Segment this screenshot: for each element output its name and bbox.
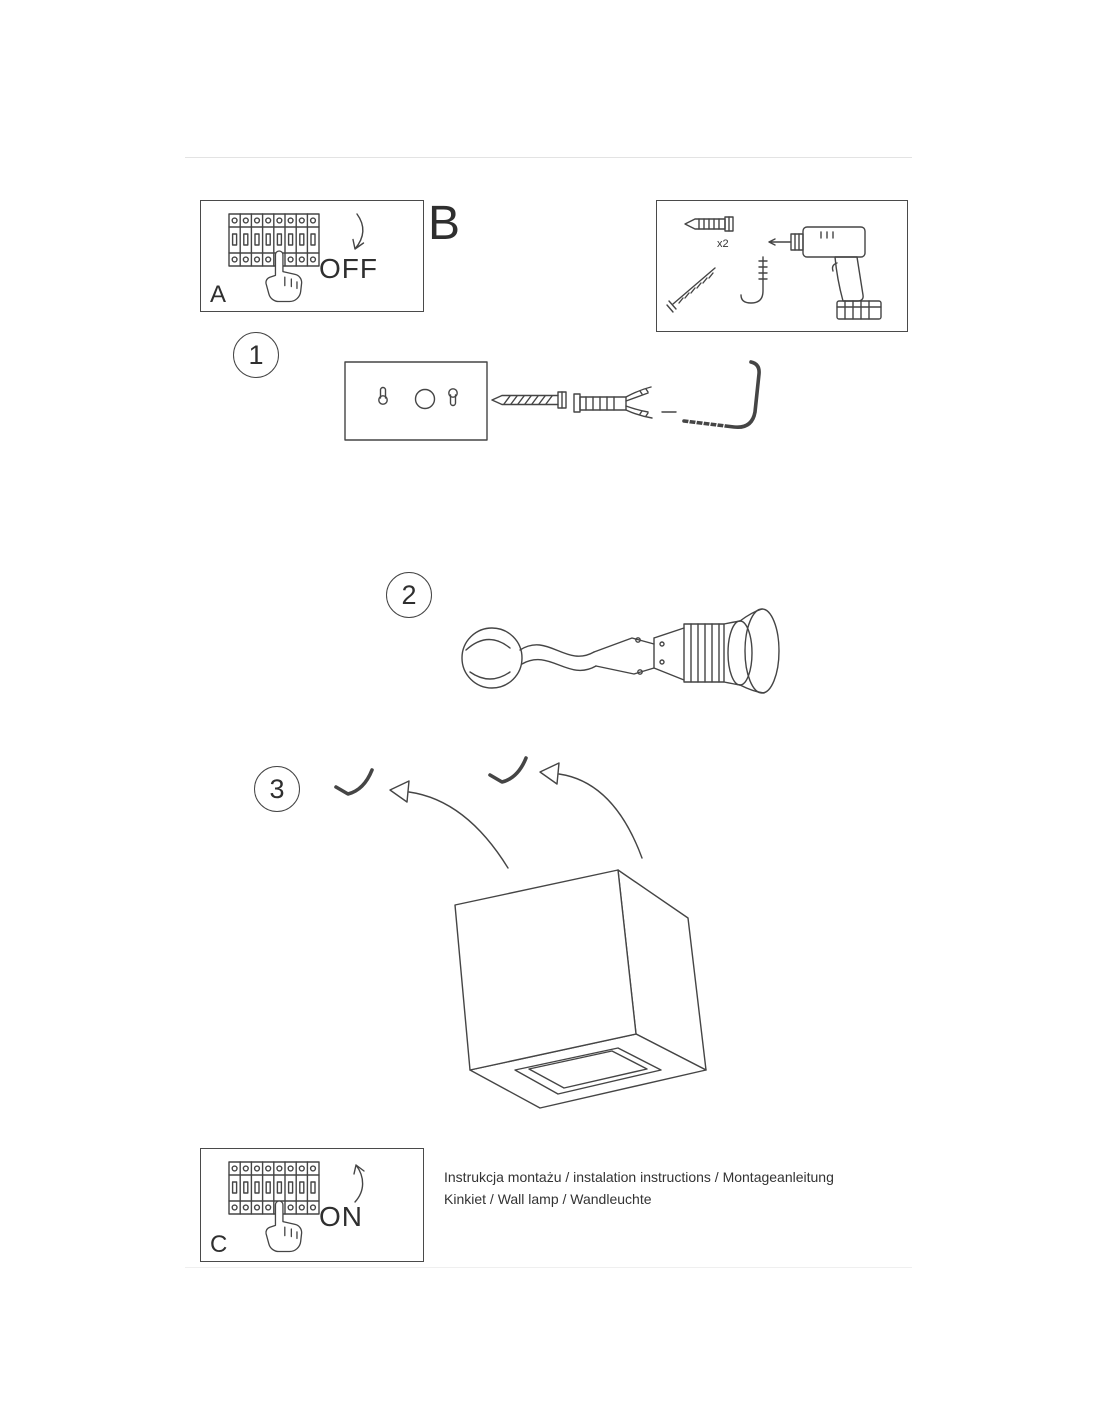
hand-icon <box>265 1200 303 1253</box>
step-3-number: 3 <box>269 773 285 804</box>
tools-diagram: x2 <box>666 216 882 320</box>
mounting-plate-icon <box>344 361 488 441</box>
step-1-marker: 1 <box>233 332 279 378</box>
circuit-breaker-icon <box>228 1161 320 1215</box>
curved-arrow-icon <box>389 780 509 869</box>
step-3-diagram <box>334 756 707 1109</box>
curved-arrow-down-icon <box>352 213 365 250</box>
power-off-panel: OFF A <box>200 200 424 312</box>
lamp-socket-icon <box>519 608 780 694</box>
wall-plug-icon <box>684 216 734 232</box>
panel-a-label: A <box>210 281 227 308</box>
step-1-number: 1 <box>248 339 264 370</box>
on-label: ON <box>319 1201 363 1232</box>
step-2-marker: 2 <box>386 572 432 618</box>
screw-icon <box>666 267 716 313</box>
curved-arrow-icon <box>539 762 643 859</box>
drill-icon <box>768 226 882 320</box>
hook-icon <box>488 756 528 784</box>
step-1-diagram <box>344 360 761 441</box>
bottom-separator <box>185 1267 912 1268</box>
wall-anchor-icon <box>573 386 653 419</box>
hook-screw-icon <box>682 360 761 431</box>
top-separator <box>185 157 912 158</box>
circuit-breaker-icon <box>228 213 320 267</box>
curved-arrow-up-icon <box>353 1164 365 1203</box>
hook-icon <box>334 768 374 796</box>
panel-c-label: C <box>210 1231 228 1258</box>
hand-icon <box>265 250 303 303</box>
hook-screw-icon <box>740 256 768 304</box>
screw-icon <box>491 391 567 409</box>
anchor-quantity-label: x2 <box>717 238 729 250</box>
step-2-number: 2 <box>401 579 417 610</box>
cube-lamp-icon <box>454 869 707 1109</box>
footer: Instrukcja montażu / instalation instruc… <box>444 1166 834 1210</box>
footer-line-2: Kinkiet / Wall lamp / Wandleuchte <box>444 1191 652 1207</box>
off-label: OFF <box>319 253 378 284</box>
step-2-diagram <box>461 608 780 694</box>
section-b-label: B <box>428 197 461 250</box>
power-on-panel: ON C <box>200 1148 424 1262</box>
tools-box: x2 <box>656 200 908 332</box>
cable-coil-icon <box>461 627 523 689</box>
step-3-marker: 3 <box>254 766 300 812</box>
light-aperture <box>514 1047 662 1095</box>
footer-line-1: Instrukcja montażu / instalation instruc… <box>444 1169 834 1185</box>
